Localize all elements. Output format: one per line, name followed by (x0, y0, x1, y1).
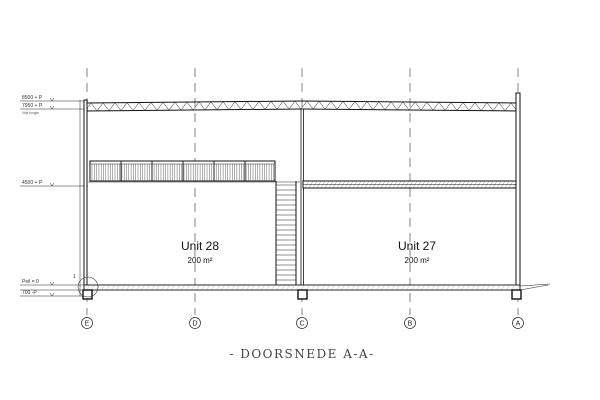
axis-label-b: B (408, 321, 413, 328)
level-foundation: 700 -P (20, 290, 88, 297)
unit-28-name: Unit 28 (181, 239, 219, 253)
level-sublabel-eaves: Vrije hoogte (22, 111, 39, 115)
axis-bubble-d: D (189, 317, 201, 329)
axis-bubble-c: C (296, 317, 308, 329)
drawing-title: - DOORSNEDE A-A- (229, 347, 374, 361)
level-label-ridge: 8500 + P (22, 95, 43, 101)
level-label-foundation: 700 -P (22, 290, 37, 296)
axis-label-d: D (192, 321, 197, 328)
column-center (300, 108, 304, 287)
footing-e (82, 289, 93, 300)
wall-right (515, 92, 521, 287)
structure (83, 92, 521, 287)
level-ridge: 8500 + P (20, 95, 88, 102)
level-markers: 8500 + P 7950 + P Vrije hoogte 4500 + P … (20, 95, 88, 297)
floor-slab (83, 284, 521, 291)
wall-left (83, 99, 88, 287)
unit-27-name: Unit 27 (398, 239, 436, 253)
unit-28-area: 200 m² (188, 256, 213, 265)
detail-marker-number: 1 (73, 274, 76, 280)
staircase (275, 181, 297, 286)
axis-bubble-e: E (81, 317, 93, 329)
grid-axis-bubbles: E D C B A (81, 317, 524, 329)
footing-a (511, 289, 522, 300)
level-label-floor: Peil = 0 (22, 279, 39, 285)
axis-bubble-b: B (404, 317, 416, 329)
footings (82, 289, 522, 300)
footing-c (297, 289, 308, 300)
unit-labels: Unit 28 200 m² Unit 27 200 m² (181, 239, 436, 265)
level-eaves: 7950 + P Vrije hoogte (20, 103, 88, 115)
axis-label-e: E (85, 321, 90, 328)
axis-label-a: A (516, 321, 521, 328)
axis-bubble-a: A (512, 317, 524, 329)
axis-label-c: C (299, 321, 304, 328)
detail-marker: 1 (73, 274, 99, 298)
level-floor: Peil = 0 (20, 279, 88, 286)
unit-27-area: 200 m² (405, 256, 430, 265)
level-label-mezzanine: 4500 + P (22, 180, 43, 186)
roof-truss (84, 100, 519, 112)
mezzanine-railing (89, 160, 276, 182)
level-mezzanine: 4500 + P (20, 180, 88, 187)
level-label-eaves: 7950 + P (22, 103, 43, 109)
mezzanine-floor-unit-27 (302, 180, 518, 189)
ground-line (20, 283, 551, 291)
